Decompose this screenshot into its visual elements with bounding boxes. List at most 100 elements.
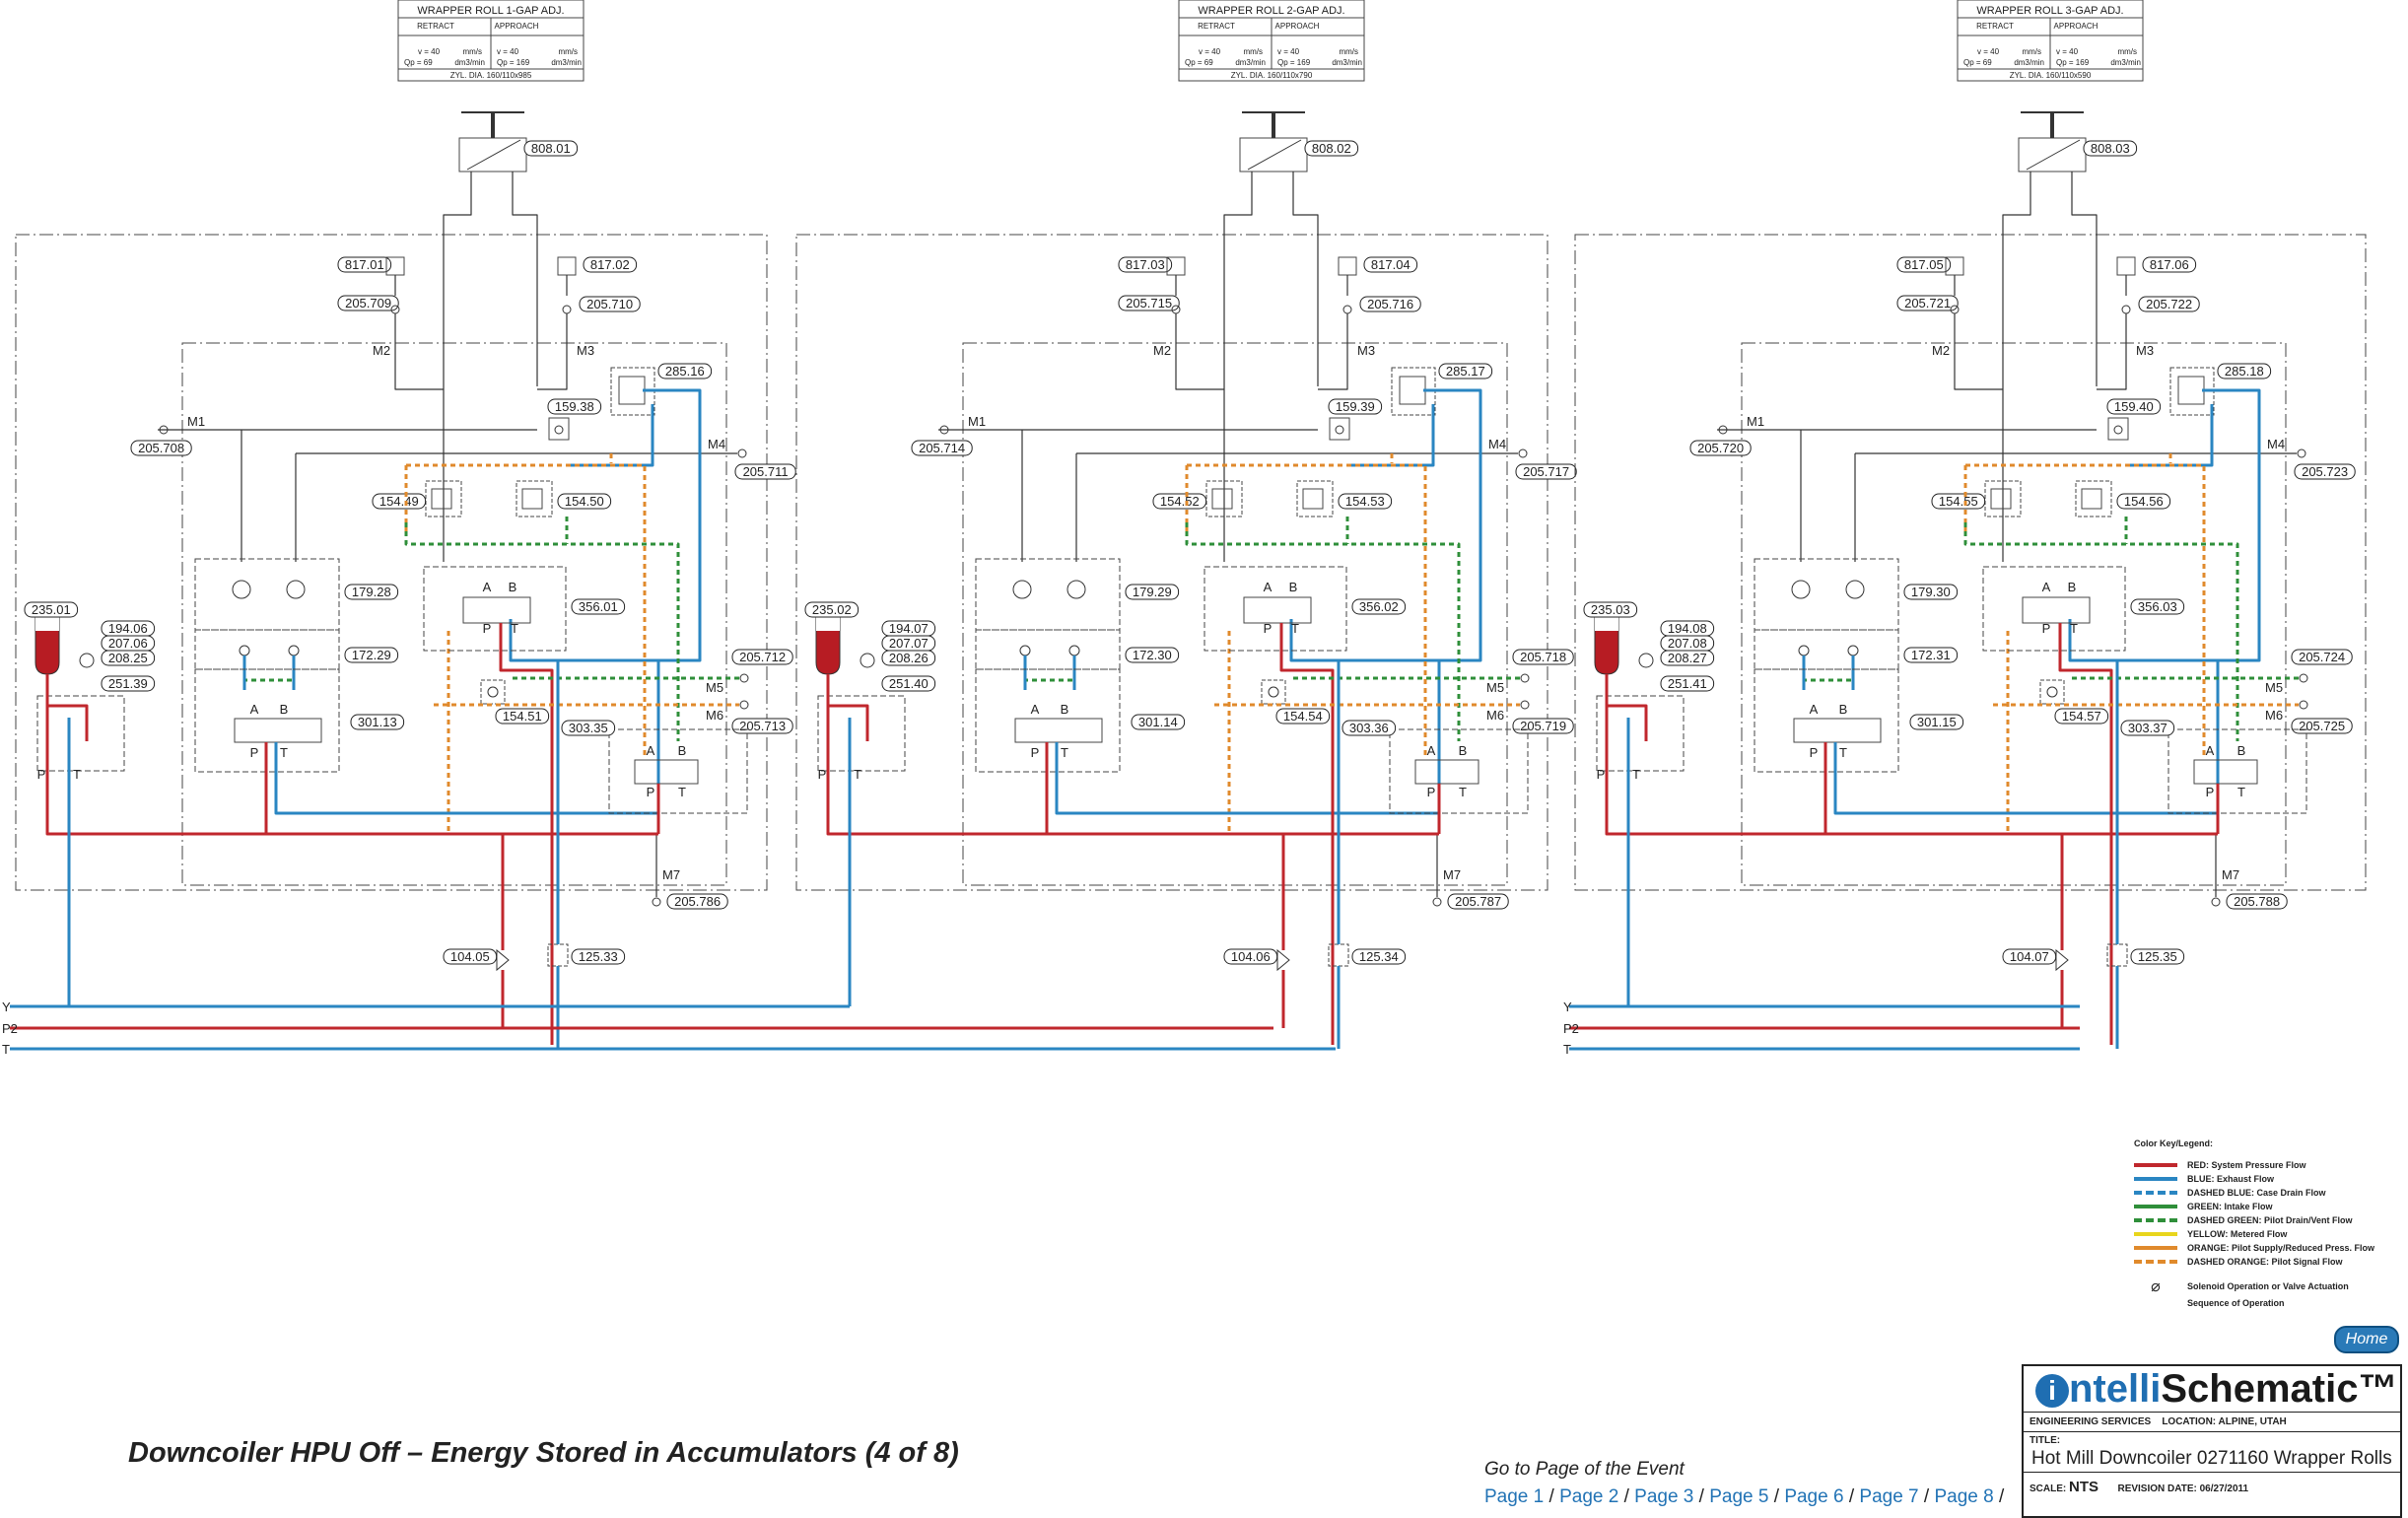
nav-link-page[interactable]: Page 2 <box>1559 1486 1619 1507</box>
legend-swatch <box>2134 1218 2177 1222</box>
dcv-tag: 303.37 <box>2128 721 2167 735</box>
relief-valve-body <box>618 376 646 405</box>
port-p: P <box>1264 621 1273 636</box>
check-icon <box>1268 686 1279 698</box>
tag-outline <box>881 675 936 692</box>
test-point-tag: 205.710 <box>586 297 633 311</box>
dcv-left-spool <box>1793 718 1882 743</box>
qp-unit: dm3/min <box>1235 58 1266 67</box>
accumulator-tag: 235.01 <box>32 602 71 617</box>
dcv-tag: 356.03 <box>2138 599 2177 614</box>
tag-outline <box>1363 256 1418 273</box>
test-point-tag: 205.788 <box>2234 894 2280 909</box>
pressure-switch-tag: 817.03 <box>1126 257 1165 272</box>
unit-frame <box>15 234 768 891</box>
nav-link-page[interactable]: Page 1 <box>1484 1486 1545 1507</box>
port-m5: M5 <box>706 680 723 695</box>
check-icon <box>288 645 300 656</box>
tag-outline <box>666 893 728 910</box>
unit-title: WRAPPER ROLL 3-GAP ADJ. <box>1976 5 2123 17</box>
check-valve <box>2107 417 2129 441</box>
cylinder-tag: 808.02 <box>1312 141 1351 156</box>
dcv-right-block <box>608 728 748 814</box>
port-m6: M6 <box>1486 708 1504 723</box>
port-t: T <box>2070 621 2078 636</box>
dcv-right-block <box>1389 728 1529 814</box>
port-m2: M2 <box>373 343 390 358</box>
port-a: A <box>250 702 259 717</box>
dcv-tag: 356.02 <box>1359 599 1399 614</box>
cylinder-tag: 808.01 <box>531 141 571 156</box>
ball-valve-icon <box>496 948 510 972</box>
header-table <box>1178 0 1365 82</box>
cylinder-dia: ZYL. DIA. 160/110x790 <box>1231 71 1313 80</box>
nav-link-page[interactable]: Page 7 <box>1859 1486 1919 1507</box>
port-b: B <box>1289 580 1298 594</box>
check-valve <box>1261 679 1286 705</box>
cylinder-symbol <box>466 139 521 171</box>
check-valve <box>2039 679 2065 705</box>
test-point-tag: 205.713 <box>739 719 786 733</box>
accumulator-valve-block <box>817 695 906 772</box>
exhaust-line <box>509 388 702 662</box>
retract-label: RETRACT <box>417 22 454 31</box>
port-m1: M1 <box>187 414 205 429</box>
tag-outline <box>583 256 638 273</box>
port-p: P <box>818 767 827 782</box>
valve-tag: 251.41 <box>1668 676 1707 691</box>
tag-outline <box>1125 647 1180 663</box>
v-unit: mm/s <box>2022 47 2041 56</box>
v-retract: v = 40 <box>1977 47 2000 56</box>
tag-outline <box>1359 296 1421 312</box>
test-point-icon <box>1432 897 1442 907</box>
pressure-line <box>1605 674 2218 836</box>
port-p: P <box>2206 785 2215 799</box>
nav-link-page[interactable]: Page 8 <box>1934 1486 1994 1507</box>
qp-approach: Qp = 169 <box>1277 58 1311 67</box>
tag-outline <box>2106 398 2162 415</box>
check-valve <box>548 417 570 441</box>
dcv-right-block <box>2167 728 2307 814</box>
port-p: P <box>1597 767 1606 782</box>
test-point-icon <box>2299 673 2308 683</box>
pilot-check-body <box>431 488 452 510</box>
port-b: B <box>2068 580 2077 594</box>
pipe <box>1954 313 2003 390</box>
pilot-check-left <box>1984 480 2022 518</box>
qp-unit: dm3/min <box>2110 58 2141 67</box>
tag-outline <box>1118 256 1173 273</box>
dcv-right-spool <box>1414 759 1479 785</box>
tag-outline <box>561 720 616 736</box>
line-p2-label: P2 <box>2 1021 18 1036</box>
port-m4: M4 <box>1488 437 1506 451</box>
tag-outline <box>1342 720 1397 736</box>
nav-link-page[interactable]: Page 5 <box>1709 1486 1769 1507</box>
test-point-icon <box>1520 700 1530 710</box>
retract-label: RETRACT <box>1198 22 1235 31</box>
test-point-icon <box>2297 448 2306 458</box>
accumulator-tag: 235.03 <box>1591 602 1630 617</box>
tag-outline <box>1351 598 1407 615</box>
accumulator-tag: 235.02 <box>812 602 852 617</box>
port-m7: M7 <box>662 867 680 882</box>
v-unit: mm/s <box>1243 47 1263 56</box>
header-table <box>397 0 585 82</box>
nav-link-page[interactable]: Page 3 <box>1634 1486 1694 1507</box>
pressure-switch-tag: 817.06 <box>2150 257 2189 272</box>
pressure-line <box>2058 623 2113 1045</box>
main-dcv-block <box>423 566 567 652</box>
unit-frame <box>1574 234 2367 891</box>
legend-swatch <box>2134 1246 2177 1250</box>
relief-tag: 285.16 <box>665 364 705 379</box>
port-m5: M5 <box>2265 680 2283 695</box>
nav-link-page[interactable]: Page 6 <box>1784 1486 1844 1507</box>
tag-outline <box>337 256 392 273</box>
tag-outline <box>2138 296 2200 312</box>
pressure-switch-tag: 817.02 <box>590 257 630 272</box>
test-point-icon <box>2211 897 2221 907</box>
tag-outline <box>2083 140 2138 157</box>
pipe <box>1175 313 1224 390</box>
home-button[interactable]: Home <box>2334 1326 2399 1353</box>
tag-outline <box>2217 363 2272 380</box>
